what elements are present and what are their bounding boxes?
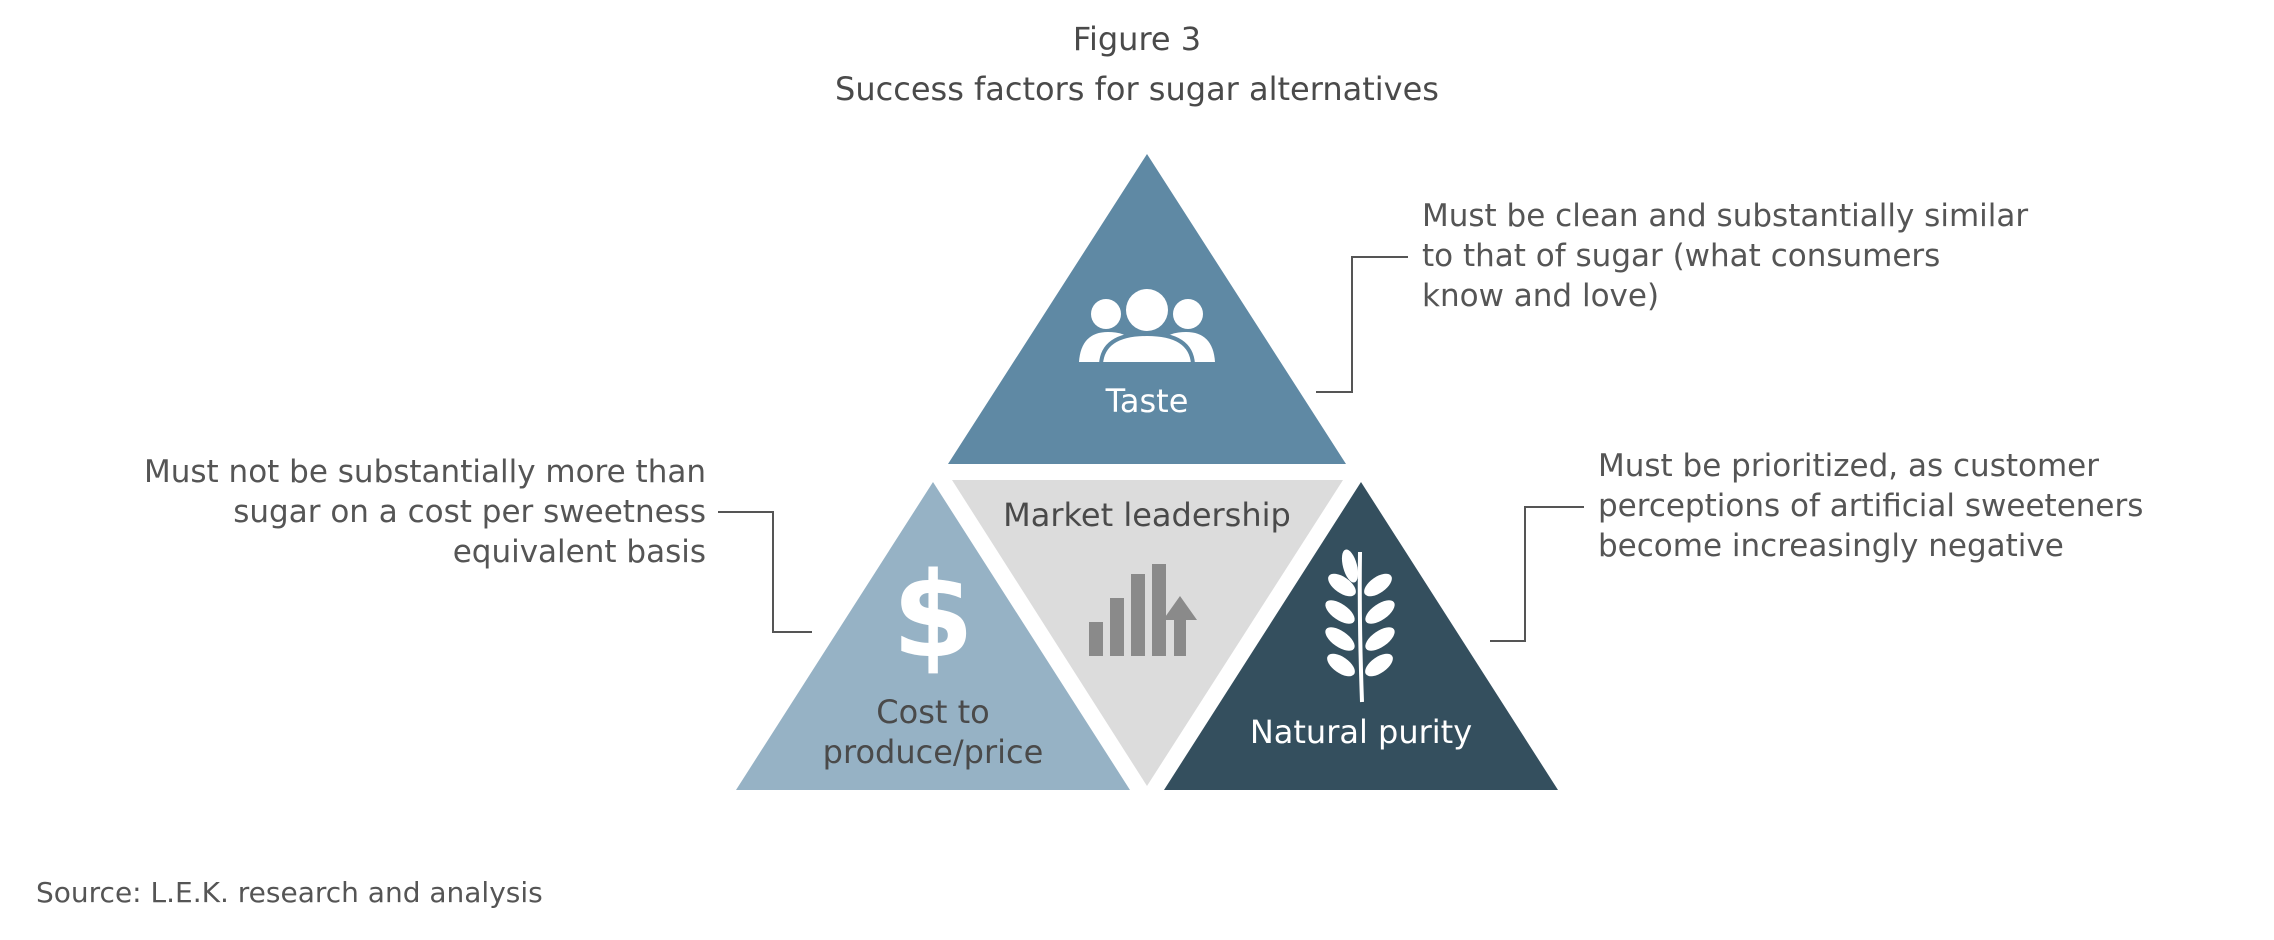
taste-connector xyxy=(1316,256,1408,393)
taste-label: Taste xyxy=(1105,382,1189,420)
figure-title: Success factors for sugar alternatives xyxy=(835,70,1439,108)
dollar-icon: $ xyxy=(892,546,974,684)
cost-callout: Must not be substantially more than suga… xyxy=(144,454,706,570)
purity-connector xyxy=(1490,506,1584,642)
cost-triangle xyxy=(736,482,1130,790)
natural-purity-callout: Must be prioritized, as customer percept… xyxy=(1598,448,2144,564)
source-note: Source: L.E.K. research and analysis xyxy=(36,876,543,909)
cost-label-line2: produce/price xyxy=(823,733,1044,771)
leaf-stalk-icon xyxy=(1325,549,1395,703)
bar-chart-up-icon xyxy=(1089,564,1197,656)
taste-callout: Must be clean and substantially similar … xyxy=(1422,198,2029,314)
market-leadership-label: Market leadership xyxy=(1003,496,1291,534)
people-icon xyxy=(1079,289,1215,366)
cost-connector xyxy=(718,511,812,633)
market-leadership-triangle xyxy=(952,480,1343,786)
figure-number: Figure 3 xyxy=(1072,20,1202,58)
natural-purity-label: Natural purity xyxy=(1250,713,1472,751)
cost-label-line1: Cost to xyxy=(876,693,989,731)
